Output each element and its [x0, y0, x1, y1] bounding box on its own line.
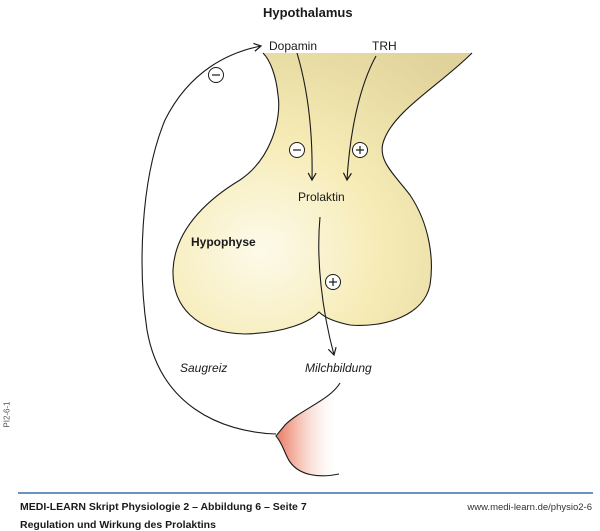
feedback-arrow: [141, 42, 277, 435]
dopamine-inhibit-sign: [289, 142, 305, 158]
trh-stimulate-sign: [352, 142, 368, 158]
footer-source: MEDI-LEARN Skript Physiologie 2 – Abbild…: [20, 501, 307, 513]
pituitary-label: Hypophyse: [191, 235, 256, 249]
trh-label: TRH: [372, 39, 397, 53]
footer-caption: Regulation und Wirkung des Prolaktins: [20, 519, 216, 531]
pituitary-shape: [172, 53, 472, 334]
milk-production-label: Milchbildung: [305, 361, 372, 375]
prolactin-arrow: [318, 216, 337, 357]
prolactin-stimulate-sign: [325, 274, 341, 290]
figure-id: PI2-6-1: [2, 401, 12, 428]
suckling-label: Saugreiz: [180, 361, 228, 375]
dopamine-arrow: [296, 52, 317, 182]
trh-arrow: [342, 55, 377, 182]
feedback-inhibit-sign: [208, 67, 224, 83]
pituitary-outline: [172, 52, 473, 335]
hypothalamus-title: Hypothalamus: [263, 5, 353, 20]
footer-url: www.medi-learn.de/physio2-6: [467, 502, 592, 513]
prolactin-label: Prolaktin: [298, 190, 345, 204]
breast-outline: [275, 382, 341, 477]
dopamine-label: Dopamin: [269, 39, 318, 53]
breast-fill: [277, 383, 340, 476]
